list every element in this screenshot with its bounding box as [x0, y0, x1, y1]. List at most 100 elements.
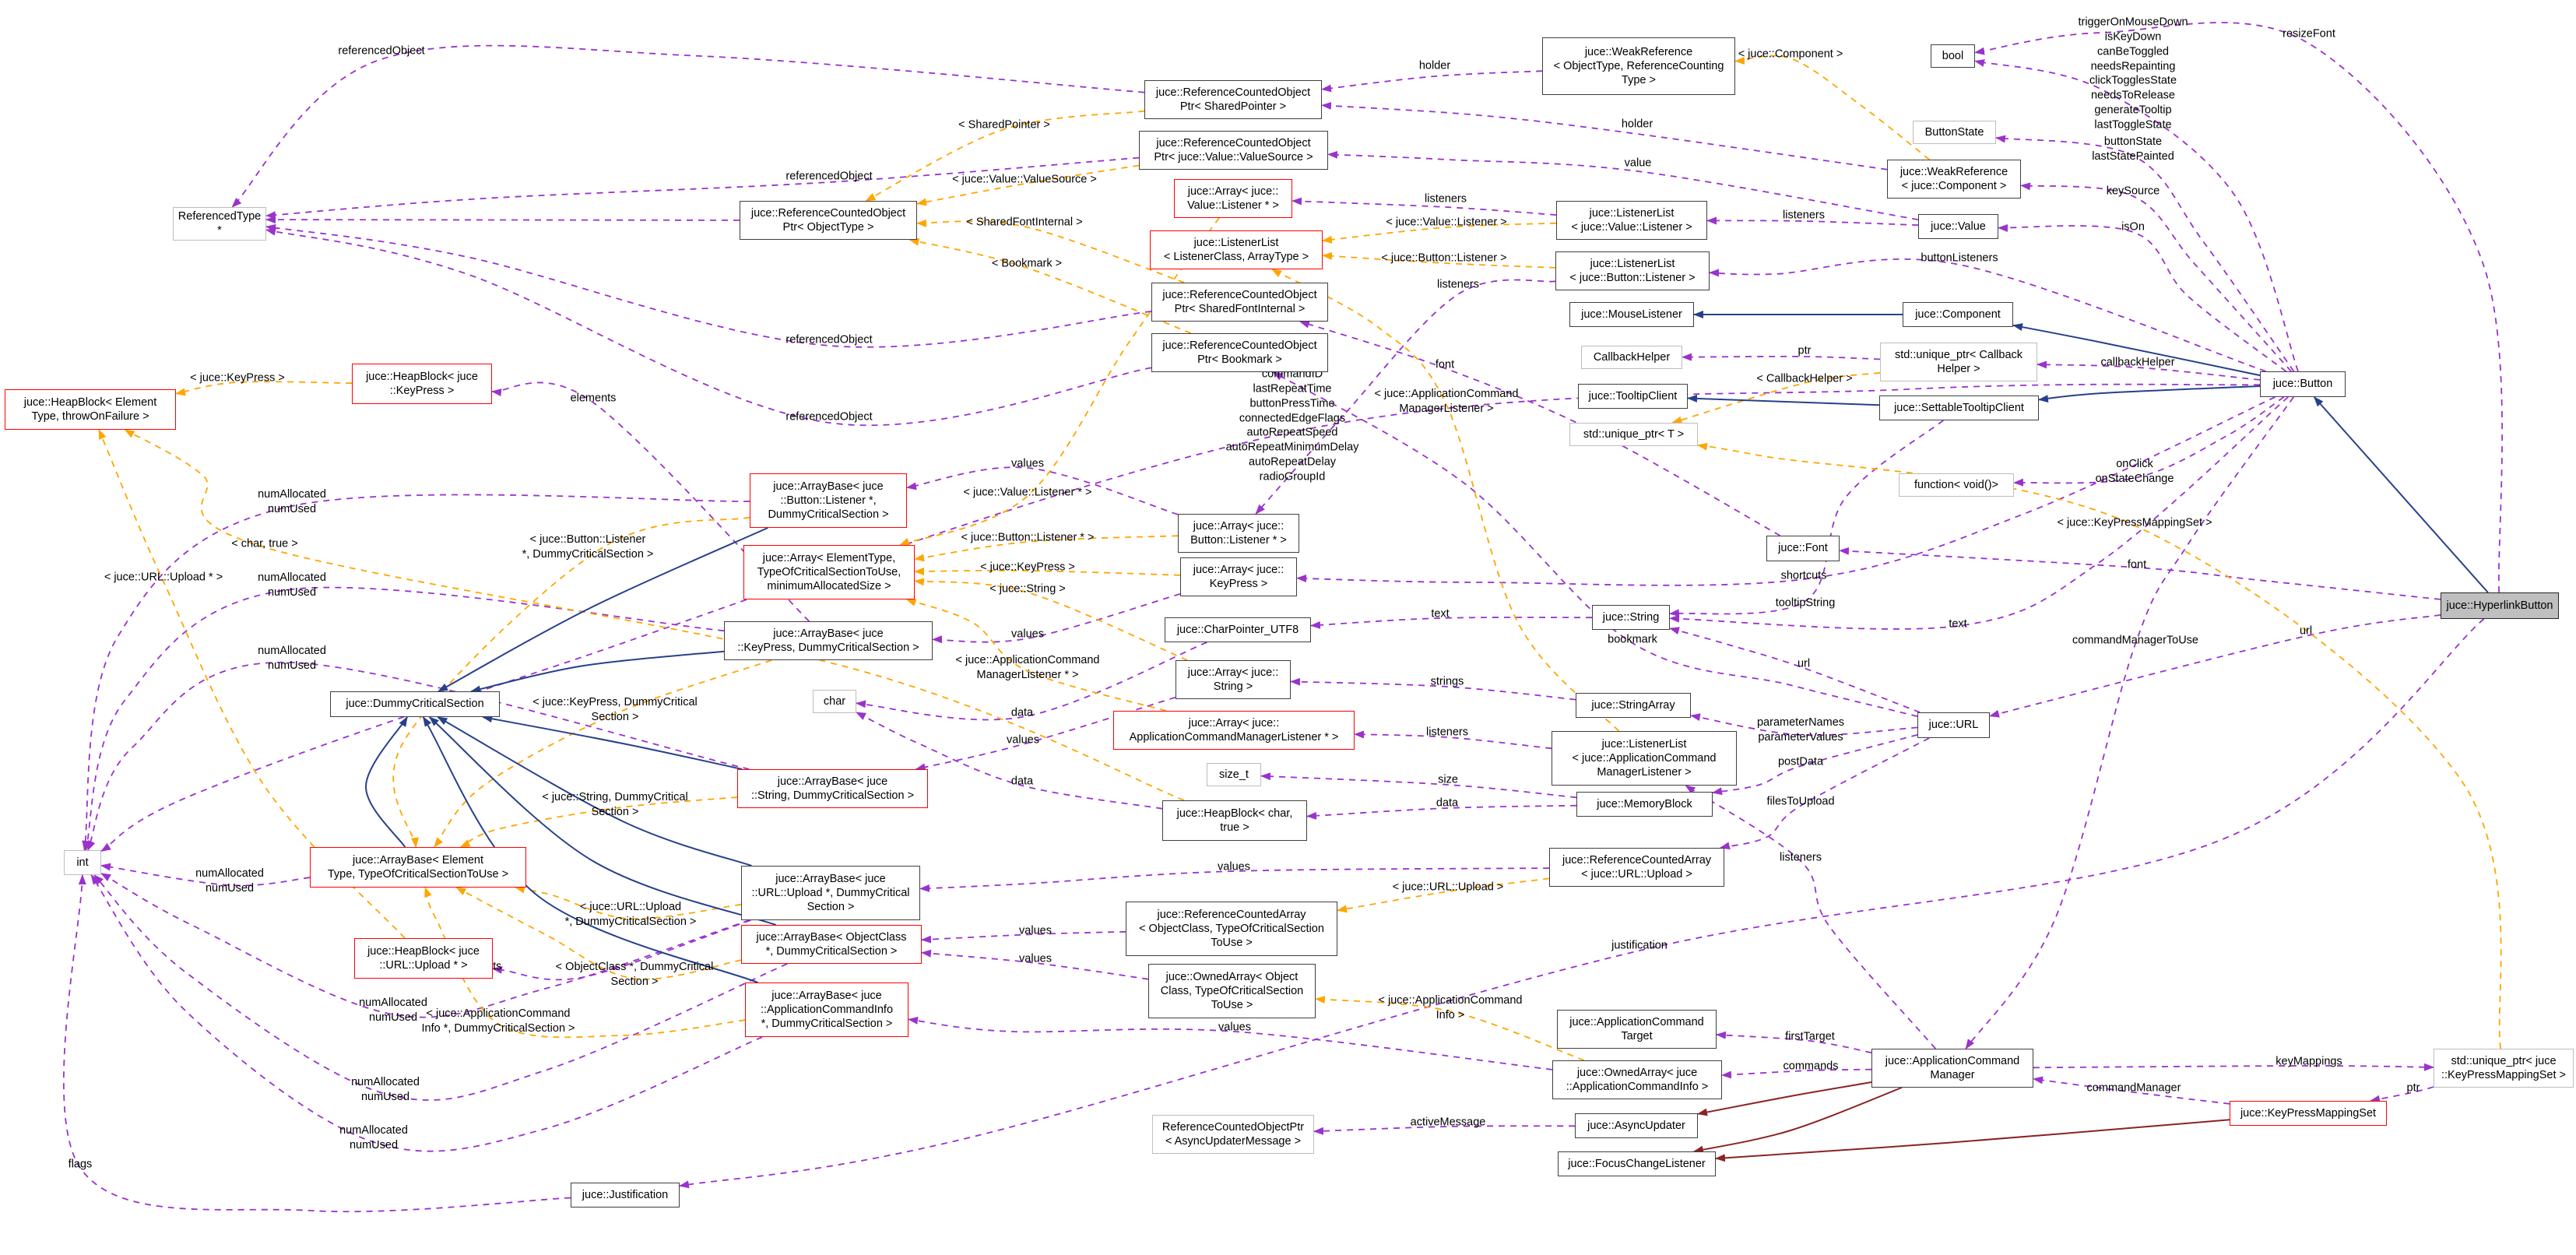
edge-label-values5: values: [1019, 952, 1052, 965]
edge-stringarray-array_string: [1290, 677, 1576, 701]
node-justification[interactable]: juce::Justification: [571, 1183, 680, 1208]
edge-label-na0: numAllocated numUsed: [195, 867, 264, 895]
node-ll_appcmd[interactable]: juce::ListenerList < juce::ApplicationCo…: [1552, 731, 1737, 786]
node-kpms[interactable]: juce::KeyPressMappingSet: [2230, 1101, 2387, 1126]
edge-arraybase_urlupload-arraybase_template: [514, 885, 742, 920]
node-button[interactable]: juce::Button: [2260, 371, 2346, 397]
node-arraybase_string[interactable]: juce::ArrayBase< juce ::String, DummyCri…: [737, 769, 928, 808]
node-heapblock_urlupload[interactable]: juce::HeapBlock< juce ::URL::Upload * >: [354, 938, 493, 979]
node-wr_template[interactable]: juce::WeakReference < ObjectType, Refere…: [1542, 37, 1735, 95]
edge-label-bookmark: bookmark: [1608, 633, 1657, 646]
node-string[interactable]: juce::String: [1592, 605, 1670, 630]
edge-ll_value-listenerlist_template: [1322, 222, 1557, 244]
node-rca_urlupload[interactable]: juce::ReferenceCountedArray < juce::URL:…: [1549, 848, 1724, 887]
edge-arraybase_urlupload-heapblock_urlupload: [491, 919, 751, 981]
edge-label-buttonListeners: buttonListeners: [1921, 251, 1998, 265]
node-arraybase_urlupload[interactable]: juce::ArrayBase< juce ::URL::Upload *, D…: [741, 866, 920, 920]
node-ptr_objecttype[interactable]: juce::ReferenceCountedObject Ptr< Object…: [740, 201, 917, 240]
edge-array_btnlistener_inst-arraybase_btnlistener: [906, 466, 1179, 515]
edge-label-aci_t: < juce::ApplicationCommand Info >: [1378, 994, 1523, 1021]
edge-ptr_valuesource-ptr_objecttype: [916, 164, 1140, 206]
node-mouselistener[interactable]: juce::MouseListener: [1569, 302, 1694, 327]
edge-label-flags: flags: [68, 1158, 93, 1171]
node-function_void: function< void()>: [1899, 473, 2014, 497]
node-stringarray[interactable]: juce::StringArray: [1576, 693, 1691, 718]
edge-arraybase_string-dummycs: [482, 715, 743, 770]
node-wr_component[interactable]: juce::WeakReference < juce::Component >: [1887, 160, 2021, 199]
node-heapblock_keypress[interactable]: juce::HeapBlock< juce ::KeyPress >: [352, 364, 492, 404]
edge-memoryblock-heapblock_char: [1306, 804, 1577, 820]
edge-label-vl_t: < juce::Value::Listener * >: [963, 486, 1092, 499]
node-listenerlist_template[interactable]: juce::ListenerList < ListenerClass, Arra…: [1150, 230, 1323, 269]
edge-label-callbackHelper: callbackHelper: [2100, 356, 2175, 369]
edge-label-str_t: < juce::String >: [989, 582, 1066, 596]
node-focuschange[interactable]: juce::FocusChangeListener: [1558, 1151, 1716, 1176]
node-settabletooltip[interactable]: juce::SettableTooltipClient: [1879, 395, 2039, 420]
node-arraybase_appcmdinfo[interactable]: juce::ArrayBase< juce ::ApplicationComma…: [745, 983, 908, 1037]
node-bool_box[interactable]: bool: [1931, 44, 1975, 68]
edge-label-sfi_t: < SharedFontInternal >: [966, 216, 1083, 229]
node-heapblock_char[interactable]: juce::HeapBlock< char, true >: [1162, 800, 1307, 841]
node-appcmdtarget[interactable]: juce::ApplicationCommand Target: [1557, 1010, 1717, 1049]
node-array_keypress[interactable]: juce::Array< juce:: KeyPress >: [1180, 557, 1297, 596]
edge-label-char_t: < char, true >: [231, 537, 298, 550]
node-array_btnlistener_inst[interactable]: juce::Array< juce:: Button::Listener * >: [1178, 514, 1299, 553]
edge-hyperlinkbutton-font: [1839, 547, 2441, 600]
edge-url-stringarray: [1690, 713, 1918, 736]
node-ll_button[interactable]: juce::ListenerList < juce::Button::Liste…: [1555, 251, 1710, 290]
edge-button-int_box: [100, 383, 2261, 852]
node-tooltipclient[interactable]: juce::TooltipClient: [1578, 384, 1688, 409]
edge-label-ptr2: ptr: [2406, 1081, 2420, 1095]
node-array_valuelistener[interactable]: juce::Array< juce:: Value::Listener * >: [1174, 179, 1292, 218]
node-array_string[interactable]: juce::Array< juce:: String >: [1176, 660, 1291, 699]
edge-label-strdc_t: < juce::String, DummyCritical Section >: [542, 791, 688, 818]
node-dummycs[interactable]: juce::DummyCriticalSection: [330, 691, 500, 717]
edge-settabletooltip-tooltipclient: [1687, 394, 1880, 406]
edge-label-values4: values: [1019, 924, 1052, 937]
node-arraybase_btnlistener[interactable]: juce::ArrayBase< juce ::Button::Listener…: [750, 473, 907, 528]
node-arraybase_objectclass[interactable]: juce::ArrayBase< ObjectClass *, DummyCri…: [741, 925, 922, 964]
edge-button-component: [2012, 323, 2261, 377]
node-value[interactable]: juce::Value: [1918, 214, 1998, 239]
edge-label-refobj3: referencedObject: [785, 333, 873, 346]
node-ptr_valuesource[interactable]: juce::ReferenceCountedObject Ptr< juce::…: [1139, 131, 1328, 170]
node-heapblock_template[interactable]: juce::HeapBlock< Element Type, throwOnFa…: [5, 389, 176, 430]
edge-label-na6: numAllocated numUsed: [339, 1124, 408, 1151]
edge-array_keypress-arraybase_keypress: [932, 593, 1181, 644]
node-ptr_bookmark[interactable]: juce::ReferenceCountedObject Ptr< Bookma…: [1151, 333, 1328, 372]
node-asyncupdater[interactable]: juce::AsyncUpdater: [1575, 1113, 1698, 1138]
edge-array_string-array_template: [914, 578, 1188, 661]
edge-label-onclick: onClick onStateChange: [2095, 458, 2174, 485]
edge-label-kp_t: < juce::KeyPress >: [980, 561, 1075, 574]
node-memoryblock[interactable]: juce::MemoryBlock: [1576, 792, 1713, 817]
node-arraybase_keypress[interactable]: juce::ArrayBase< juce ::KeyPress, DummyC…: [724, 621, 933, 660]
node-owned_appcmdinfo[interactable]: juce::OwnedArray< juce ::ApplicationComm…: [1552, 1060, 1722, 1099]
node-owned_objectclass[interactable]: juce::OwnedArray< Object Class, TypeOfCr…: [1148, 964, 1316, 1018]
edge-label-tv_t: < juce::Value::Listener >: [1386, 216, 1507, 229]
node-url[interactable]: juce::URL: [1917, 712, 1990, 738]
edge-url-rca_urlupload: [1719, 737, 1930, 850]
edge-array_btnlistener_inst-array_template: [914, 535, 1179, 562]
node-ptr_sharedfont[interactable]: juce::ReferenceCountedObject Ptr< Shared…: [1151, 283, 1328, 322]
node-array_template[interactable]: juce::Array< ElementType, TypeOfCritical…: [743, 545, 915, 599]
edge-ll_value-array_valuelistener: [1292, 197, 1557, 216]
node-ll_value[interactable]: juce::ListenerList < juce::Value::Listen…: [1556, 201, 1707, 240]
edge-label-refobj2: referencedObject: [785, 170, 873, 183]
edge-rca_urlupload-arraybase_urlupload: [919, 867, 1550, 892]
node-arraybase_template[interactable]: juce::ArrayBase< Element Type, TypeOfCri…: [310, 847, 526, 888]
edge-label-url1: url: [1797, 657, 1811, 670]
node-ptr_sharedpointer[interactable]: juce::ReferenceCountedObject Ptr< Shared…: [1144, 80, 1322, 119]
node-font[interactable]: juce::Font: [1766, 536, 1840, 561]
node-charpointer[interactable]: juce::CharPointer_UTF8: [1165, 617, 1311, 642]
edge-wr_template-ptr_sharedpointer: [1321, 70, 1543, 93]
node-appcmdmgr[interactable]: juce::ApplicationCommand Manager: [1871, 1049, 2033, 1088]
edge-ptr_sharedpointer-ptr_objecttype: [865, 110, 1145, 202]
node-uniqueptr_t: std::unique_ptr< T >: [1569, 423, 1698, 446]
node-rca_objectclass[interactable]: juce::ReferenceCountedArray < ObjectClas…: [1126, 902, 1337, 956]
node-component[interactable]: juce::Component: [1903, 302, 2013, 327]
edge-label-kp2_t: < juce::KeyPress >: [190, 371, 285, 385]
edge-label-holder2: holder: [1621, 118, 1653, 131]
node-array_appcmdlistener[interactable]: juce::Array< juce:: ApplicationCommandMa…: [1113, 711, 1355, 750]
